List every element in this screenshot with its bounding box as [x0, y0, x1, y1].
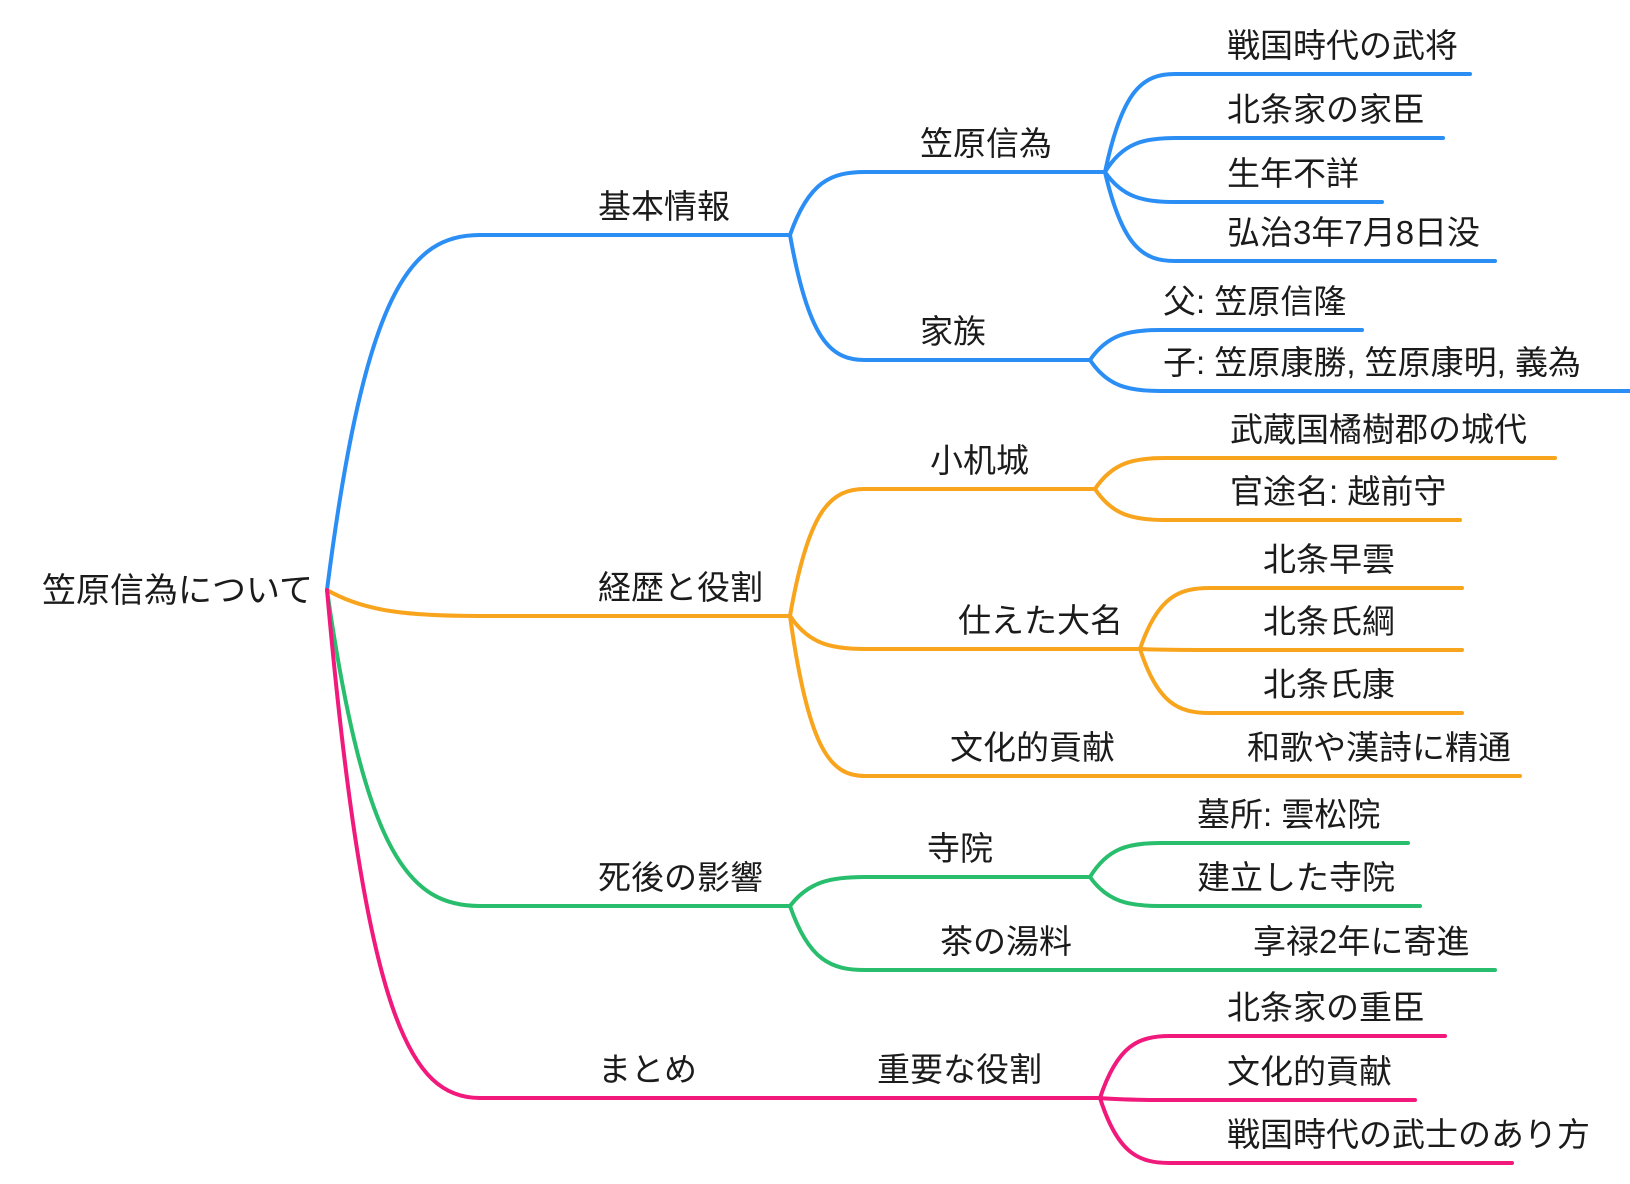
- node-label-0-0-1: 北条家の家臣: [1227, 91, 1425, 128]
- node-label-2-0-1: 建立した寺院: [1197, 859, 1395, 896]
- branch-path: [1093, 456, 1557, 491]
- node-label-3-0-1: 文化的貢献: [1227, 1053, 1392, 1090]
- node-label-2-0: 寺院: [927, 830, 993, 867]
- branch-path: [325, 588, 792, 1100]
- node-label-1-0: 小机城: [930, 442, 1029, 479]
- branch-path: [1093, 487, 1462, 522]
- node-label-0-0-2: 生年不詳: [1227, 155, 1359, 192]
- branch-path: [325, 233, 792, 592]
- node-label-0-1-0: 父: 笠原信隆: [1163, 283, 1347, 320]
- node-label-1-2-0: 和歌や漢詩に精通: [1247, 729, 1511, 766]
- node-label-0-1-1: 子: 笠原康勝, 笠原康明, 義為: [1163, 344, 1582, 381]
- branch-path: [788, 170, 1107, 237]
- node-label-0: 基本情報: [598, 188, 730, 225]
- root-node-label: 笠原信為について: [42, 572, 313, 610]
- branch-path: [1088, 358, 1630, 393]
- node-label-1-2: 文化的貢献: [950, 729, 1115, 766]
- branch-path: [1098, 1096, 1514, 1165]
- branch-path: [788, 487, 1097, 618]
- branch-path: [788, 233, 1092, 362]
- node-label-1-1-2: 北条氏康: [1263, 666, 1395, 703]
- node-label-0-0: 笠原信為: [920, 125, 1052, 162]
- branch-path: [1103, 170, 1497, 263]
- branch-path: [788, 875, 1092, 908]
- node-label-2-1-0: 享禄2年に寄進: [1253, 923, 1470, 960]
- branch-path: [1098, 1034, 1447, 1100]
- node-label-0-0-0: 戦国時代の武将: [1227, 27, 1458, 64]
- node-label-2: 死後の影響: [598, 859, 763, 896]
- branch-path: [1088, 875, 1422, 908]
- branch-path: [1103, 170, 1384, 204]
- branch-path: [1138, 647, 1464, 715]
- node-label-3-0-0: 北条家の重臣: [1227, 989, 1425, 1026]
- node-label-1-0-1: 官途名: 越前守: [1230, 473, 1447, 510]
- branch-path: [1088, 328, 1364, 362]
- node-label-2-1: 茶の湯料: [940, 923, 1072, 960]
- node-label-3: まとめ: [598, 1051, 697, 1088]
- node-label-1-1: 仕えた大名: [958, 602, 1123, 639]
- node-label-1-0-0: 武蔵国橘樹郡の城代: [1230, 411, 1527, 448]
- branch-path: [325, 588, 792, 618]
- branch-path: [788, 614, 1142, 778]
- branch-path: [788, 904, 1137, 972]
- node-label-1-1-0: 北条早雲: [1263, 541, 1395, 578]
- branch-path: [1138, 647, 1464, 652]
- branch-path: [1088, 841, 1410, 879]
- branch-path: [788, 614, 1142, 651]
- branch-path: [1103, 72, 1472, 174]
- node-label-2-0-0: 墓所: 雲松院: [1197, 796, 1381, 833]
- branch-path: [325, 588, 792, 908]
- branch-path: [1103, 136, 1445, 174]
- node-label-1-1-1: 北条氏綱: [1263, 603, 1395, 640]
- node-label-0-0-3: 弘治3年7月8日没: [1227, 214, 1481, 251]
- branch-path: [1098, 1096, 1417, 1102]
- branch-path: [1138, 586, 1464, 651]
- node-label-3-0: 重要な役割: [877, 1051, 1042, 1088]
- node-label-1: 経歴と役割: [598, 569, 763, 606]
- node-label-3-0-2: 戦国時代の武士のあり方: [1227, 1116, 1590, 1153]
- node-label-0-1: 家族: [920, 313, 986, 350]
